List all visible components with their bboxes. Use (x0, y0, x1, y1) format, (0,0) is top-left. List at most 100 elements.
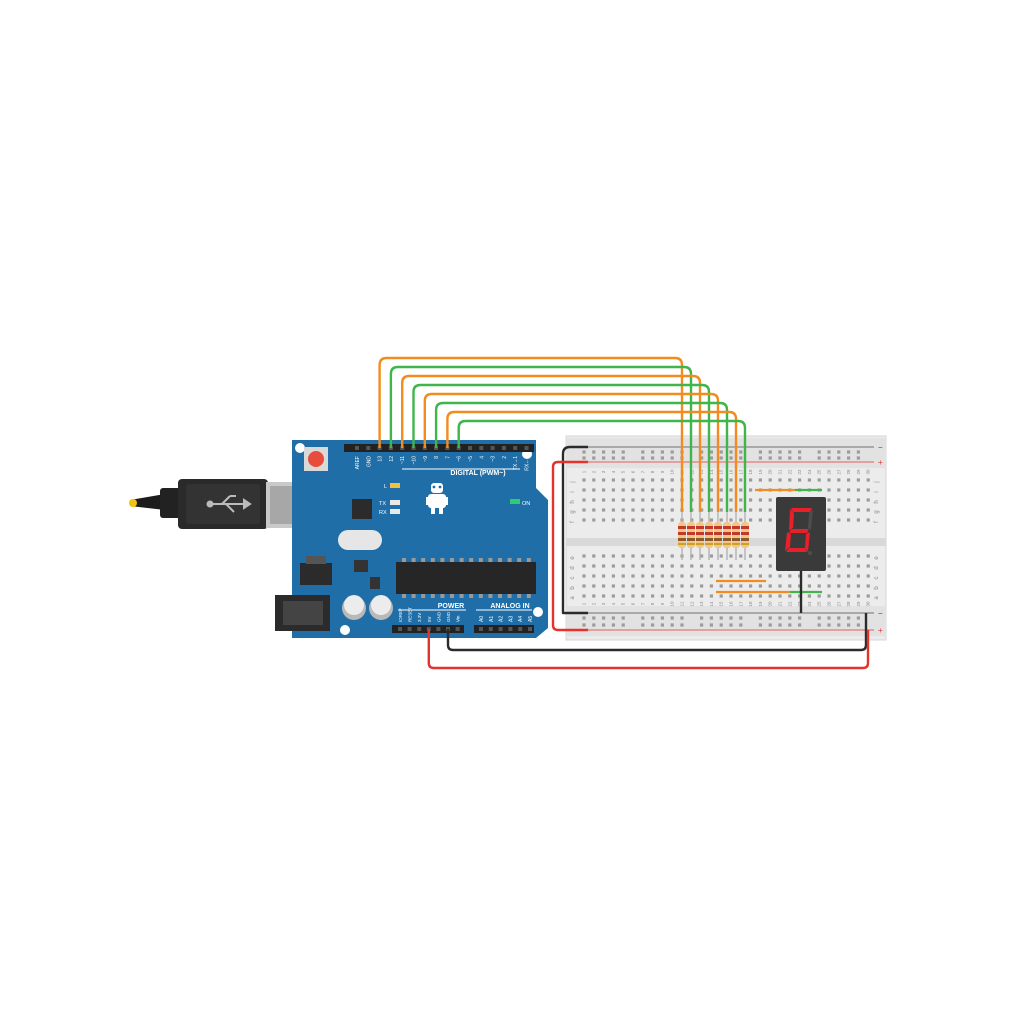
rail-hole[interactable] (670, 450, 674, 454)
rail-hole[interactable] (798, 450, 802, 454)
breadboard-hole[interactable] (611, 574, 615, 578)
breadboard-hole[interactable] (631, 554, 635, 558)
breadboard-hole[interactable] (719, 518, 723, 522)
rail-hole[interactable] (778, 450, 782, 454)
breadboard-hole[interactable] (758, 498, 762, 502)
breadboard-hole[interactable] (798, 584, 802, 588)
rail-hole[interactable] (651, 623, 655, 627)
breadboard-hole[interactable] (719, 498, 723, 502)
arduino-pin-hole[interactable] (436, 627, 441, 631)
breadboard-hole[interactable] (837, 564, 841, 568)
breadboard-hole[interactable] (651, 488, 655, 492)
breadboard-hole[interactable] (582, 564, 586, 568)
breadboard-hole[interactable] (602, 564, 606, 568)
rail-hole[interactable] (778, 616, 782, 620)
digital-pin-header[interactable] (344, 444, 534, 452)
breadboard-hole[interactable] (749, 478, 753, 482)
rail-hole[interactable] (660, 456, 664, 460)
rail-hole[interactable] (592, 456, 596, 460)
breadboard-hole[interactable] (758, 478, 762, 482)
rail-hole[interactable] (798, 623, 802, 627)
breadboard-hole[interactable] (729, 498, 733, 502)
rail-hole[interactable] (611, 450, 615, 454)
breadboard-hole[interactable] (709, 498, 713, 502)
breadboard-hole[interactable] (739, 508, 743, 512)
breadboard-hole[interactable] (631, 574, 635, 578)
breadboard-hole[interactable] (768, 584, 772, 588)
breadboard-hole[interactable] (680, 594, 684, 598)
rail-hole[interactable] (788, 450, 792, 454)
breadboard-hole[interactable] (778, 478, 782, 482)
breadboard-hole[interactable] (700, 574, 704, 578)
breadboard-hole[interactable] (592, 498, 596, 502)
breadboard-hole[interactable] (856, 594, 860, 598)
breadboard-hole[interactable] (651, 498, 655, 502)
breadboard-hole[interactable] (758, 574, 762, 578)
breadboard-hole[interactable] (660, 584, 664, 588)
breadboard-hole[interactable] (641, 574, 645, 578)
breadboard-hole[interactable] (788, 574, 792, 578)
breadboard-hole[interactable] (719, 564, 723, 568)
breadboard-hole[interactable] (592, 594, 596, 598)
breadboard-hole[interactable] (670, 518, 674, 522)
breadboard-hole[interactable] (739, 488, 743, 492)
breadboard-hole[interactable] (827, 478, 831, 482)
rail-hole[interactable] (778, 623, 782, 627)
breadboard-hole[interactable] (582, 488, 586, 492)
rail-hole[interactable] (660, 623, 664, 627)
breadboard-hole[interactable] (729, 584, 733, 588)
breadboard-hole[interactable] (621, 488, 625, 492)
breadboard-hole[interactable] (582, 584, 586, 588)
breadboard-hole[interactable] (670, 498, 674, 502)
breadboard-hole[interactable] (631, 498, 635, 502)
breadboard-hole[interactable] (729, 508, 733, 512)
breadboard-hole[interactable] (758, 554, 762, 558)
breadboard-hole[interactable] (749, 584, 753, 588)
breadboard-hole[interactable] (768, 554, 772, 558)
breadboard-hole[interactable] (670, 508, 674, 512)
breadboard-hole[interactable] (709, 518, 713, 522)
breadboard-hole[interactable] (700, 498, 704, 502)
breadboard-hole[interactable] (739, 564, 743, 568)
breadboard-hole[interactable] (788, 584, 792, 588)
rail-hole[interactable] (856, 623, 860, 627)
breadboard-hole[interactable] (847, 554, 851, 558)
breadboard-hole[interactable] (719, 554, 723, 558)
rail-hole[interactable] (670, 616, 674, 620)
rail-hole[interactable] (856, 456, 860, 460)
breadboard-hole[interactable] (660, 554, 664, 558)
rail-hole[interactable] (739, 616, 743, 620)
breadboard-hole[interactable] (847, 508, 851, 512)
arduino-pin-hole[interactable] (508, 627, 513, 631)
breadboard-hole[interactable] (611, 584, 615, 588)
rail-hole[interactable] (660, 450, 664, 454)
rail-hole[interactable] (739, 623, 743, 627)
breadboard-hole[interactable] (856, 508, 860, 512)
rail-hole[interactable] (817, 456, 821, 460)
breadboard-hole[interactable] (592, 564, 596, 568)
rail-hole[interactable] (621, 456, 625, 460)
breadboard-hole[interactable] (807, 478, 811, 482)
reset-button[interactable] (304, 447, 328, 471)
breadboard-hole[interactable] (749, 508, 753, 512)
breadboard-hole[interactable] (690, 564, 694, 568)
breadboard-hole[interactable] (768, 564, 772, 568)
breadboard-hole[interactable] (807, 584, 811, 588)
rail-hole[interactable] (788, 616, 792, 620)
breadboard-hole[interactable] (827, 594, 831, 598)
breadboard-hole[interactable] (611, 594, 615, 598)
breadboard-hole[interactable] (592, 584, 596, 588)
arduino-pin-hole[interactable] (455, 627, 460, 631)
breadboard-hole[interactable] (847, 498, 851, 502)
rail-hole[interactable] (817, 450, 821, 454)
breadboard-hole[interactable] (680, 574, 684, 578)
breadboard-hole[interactable] (660, 594, 664, 598)
rail-hole[interactable] (582, 450, 586, 454)
breadboard-hole[interactable] (837, 584, 841, 588)
breadboard-hole[interactable] (749, 564, 753, 568)
breadboard-hole[interactable] (749, 488, 753, 492)
breadboard-hole[interactable] (670, 478, 674, 482)
arduino-pin-hole[interactable] (490, 446, 495, 450)
arduino-pin-hole[interactable] (501, 446, 506, 450)
breadboard-hole[interactable] (847, 564, 851, 568)
